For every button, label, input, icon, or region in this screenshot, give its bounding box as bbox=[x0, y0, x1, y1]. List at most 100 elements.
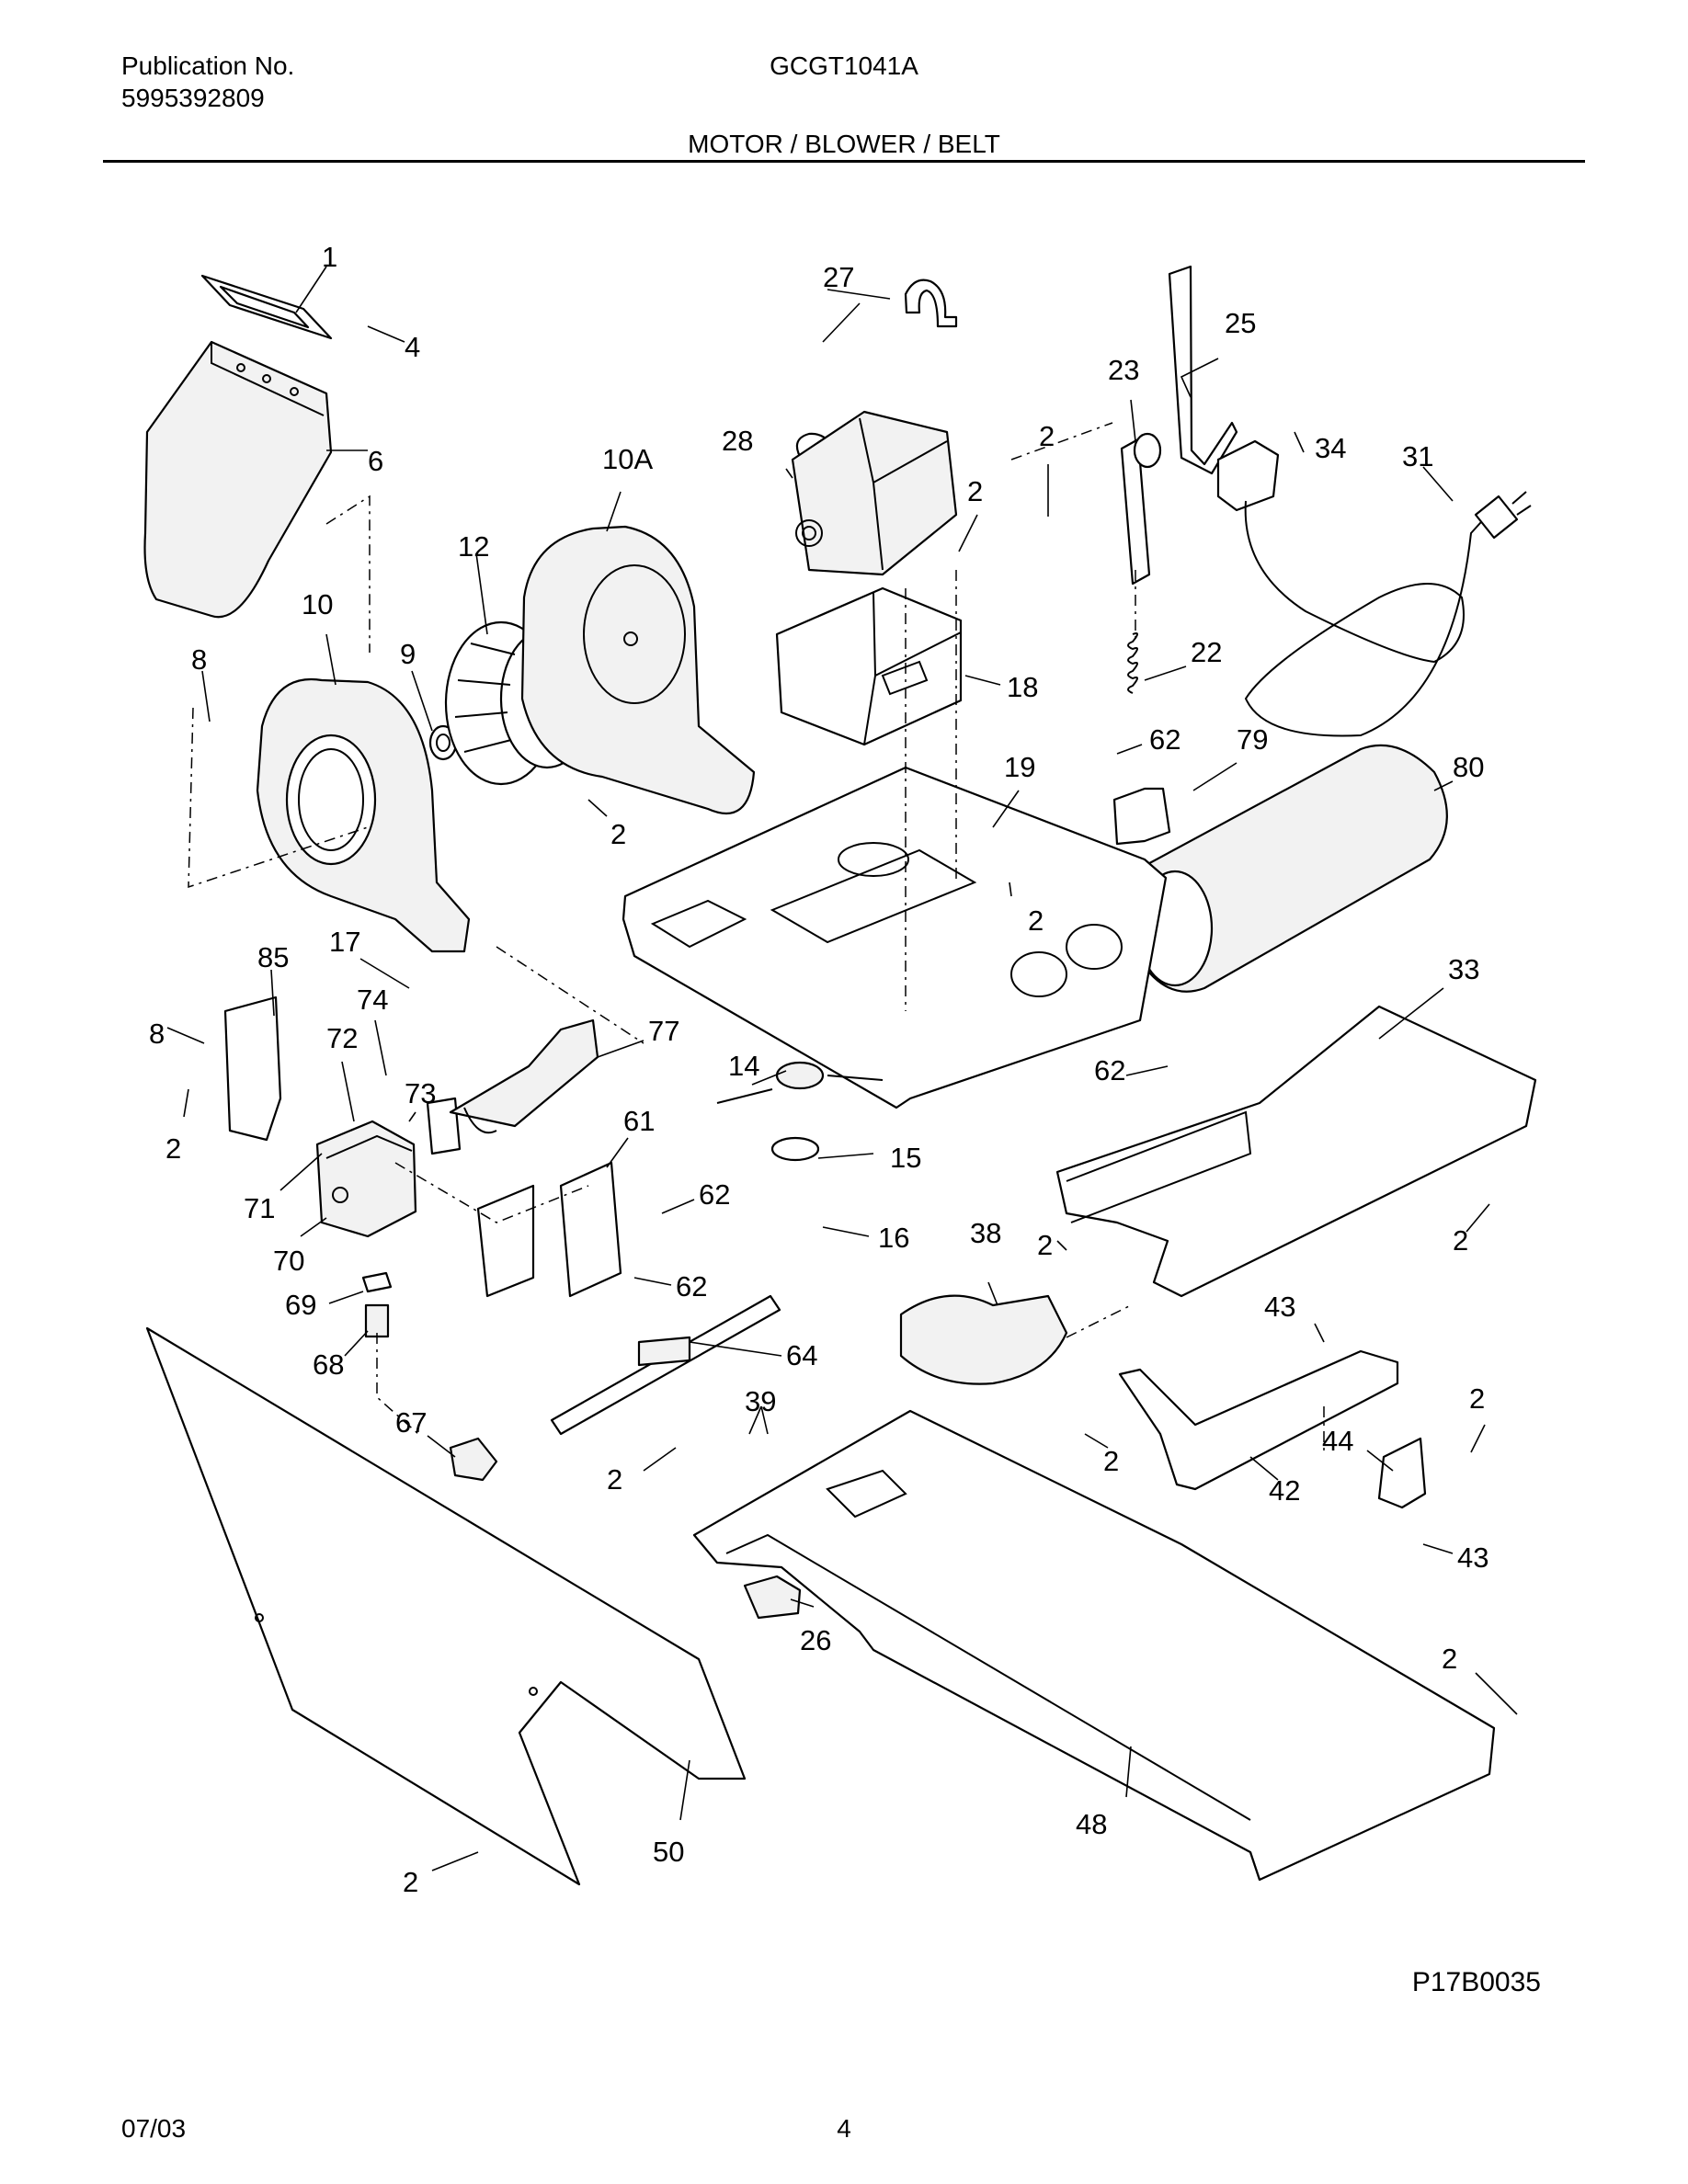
thermostat-bracket bbox=[1112, 787, 1171, 846]
callout-50: 50 bbox=[653, 1836, 684, 1868]
callout-64: 64 bbox=[786, 1339, 817, 1371]
callout-62: 62 bbox=[699, 1178, 730, 1211]
burner-tube bbox=[449, 1018, 599, 1134]
blower-housing-rear bbox=[520, 525, 756, 814]
callout-2: 2 bbox=[403, 1866, 418, 1898]
callout-85: 85 bbox=[257, 941, 289, 973]
callout-43: 43 bbox=[1457, 1541, 1488, 1574]
callouts: 1 4 6 10A 12 10 9 8 2 27 28 2 2 18 25 23… bbox=[149, 241, 1488, 1898]
callout-2: 2 bbox=[967, 475, 983, 507]
model-number: GCGT1041A bbox=[770, 51, 918, 80]
callout-77: 77 bbox=[648, 1015, 679, 1047]
small-bracket bbox=[1377, 1437, 1427, 1509]
callout-12: 12 bbox=[458, 530, 489, 563]
callout-27: 27 bbox=[823, 261, 854, 293]
callout-48: 48 bbox=[1076, 1808, 1107, 1840]
idler-arm bbox=[1120, 432, 1162, 586]
callout-18: 18 bbox=[1007, 671, 1038, 703]
callout-2: 2 bbox=[165, 1132, 181, 1165]
drive-motor bbox=[791, 410, 958, 576]
idler-spring bbox=[1127, 632, 1138, 694]
callout-2: 2 bbox=[1469, 1382, 1485, 1415]
blower-housing bbox=[256, 677, 471, 953]
callout-15: 15 bbox=[890, 1142, 921, 1174]
terminal-block bbox=[1216, 439, 1280, 512]
exhaust-elbow bbox=[899, 1294, 1068, 1385]
callout-22: 22 bbox=[1191, 636, 1222, 668]
door-switch-bracket bbox=[1168, 265, 1238, 475]
gas-valve bbox=[315, 1120, 417, 1238]
callout-71: 71 bbox=[244, 1192, 275, 1224]
callout-67: 67 bbox=[395, 1406, 427, 1439]
callout-25: 25 bbox=[1225, 307, 1256, 339]
callout-70: 70 bbox=[273, 1245, 304, 1277]
callout-42: 42 bbox=[1269, 1474, 1300, 1507]
section-title: MOTOR / BLOWER / BELT bbox=[688, 130, 1000, 158]
callout-8: 8 bbox=[191, 643, 207, 676]
igniter-bracket bbox=[476, 1161, 622, 1298]
valve-bracket bbox=[223, 995, 282, 1142]
callout-31: 31 bbox=[1402, 440, 1433, 472]
publication-label: Publication No. bbox=[121, 51, 295, 80]
callout-38: 38 bbox=[970, 1217, 1001, 1249]
callout-17: 17 bbox=[329, 926, 360, 958]
callout-8: 8 bbox=[149, 1018, 165, 1050]
callout-34: 34 bbox=[1315, 432, 1346, 464]
callout-62: 62 bbox=[1094, 1054, 1125, 1086]
leader-lines bbox=[166, 266, 1518, 1871]
gas-pipe bbox=[550, 1294, 781, 1436]
page-number: 4 bbox=[837, 2114, 851, 2143]
callout-62: 62 bbox=[1149, 723, 1180, 756]
duct-gasket bbox=[200, 274, 333, 340]
callout-2: 2 bbox=[1028, 904, 1044, 937]
header-rule bbox=[103, 160, 1585, 163]
callout-2: 2 bbox=[1442, 1643, 1457, 1675]
publication-number: 5995392809 bbox=[121, 84, 265, 112]
footer-date: 07/03 bbox=[121, 2114, 187, 2143]
callout-26: 26 bbox=[800, 1624, 831, 1656]
base-plate bbox=[622, 766, 1168, 1109]
callout-10a: 10A bbox=[602, 443, 653, 475]
callout-61: 61 bbox=[623, 1105, 655, 1137]
callout-2: 2 bbox=[607, 1463, 622, 1496]
callout-2: 2 bbox=[1453, 1224, 1468, 1257]
burner-cover bbox=[1055, 1005, 1537, 1298]
callout-23: 23 bbox=[1108, 354, 1139, 386]
drawing-id: P17B0035 bbox=[1411, 1967, 1541, 1997]
blower-duct bbox=[143, 340, 333, 619]
callout-68: 68 bbox=[313, 1348, 344, 1381]
callout-74: 74 bbox=[357, 984, 388, 1016]
motor-mount bbox=[775, 586, 963, 746]
callout-6: 6 bbox=[368, 445, 383, 477]
block-26 bbox=[743, 1575, 802, 1620]
callout-19: 19 bbox=[1004, 751, 1035, 783]
side-panel bbox=[145, 1326, 747, 1886]
callout-2: 2 bbox=[610, 818, 626, 850]
callout-39: 39 bbox=[745, 1385, 776, 1417]
callout-1: 1 bbox=[322, 241, 337, 273]
callout-69: 69 bbox=[285, 1289, 316, 1321]
callout-43: 43 bbox=[1264, 1291, 1295, 1323]
callout-44: 44 bbox=[1322, 1425, 1353, 1457]
callout-16: 16 bbox=[878, 1222, 909, 1254]
callout-10: 10 bbox=[302, 588, 333, 620]
callout-9: 9 bbox=[400, 638, 416, 670]
callout-72: 72 bbox=[326, 1022, 358, 1054]
callout-14: 14 bbox=[728, 1050, 759, 1082]
callout-2: 2 bbox=[1103, 1445, 1119, 1477]
callout-2: 2 bbox=[1037, 1229, 1053, 1261]
thermostat-base bbox=[770, 1136, 820, 1162]
callout-80: 80 bbox=[1453, 751, 1484, 783]
callout-62: 62 bbox=[676, 1270, 707, 1302]
thermostat-small bbox=[716, 1061, 884, 1104]
callout-2: 2 bbox=[1039, 420, 1055, 452]
power-cord bbox=[1244, 491, 1532, 737]
callout-4: 4 bbox=[405, 331, 420, 363]
toe-panel bbox=[692, 1409, 1496, 1882]
callout-73: 73 bbox=[405, 1077, 436, 1109]
gas-pipe-fittings bbox=[361, 1271, 498, 1482]
callout-79: 79 bbox=[1237, 723, 1268, 756]
callout-28: 28 bbox=[722, 425, 753, 457]
heater-housing-drum bbox=[1126, 744, 1448, 993]
